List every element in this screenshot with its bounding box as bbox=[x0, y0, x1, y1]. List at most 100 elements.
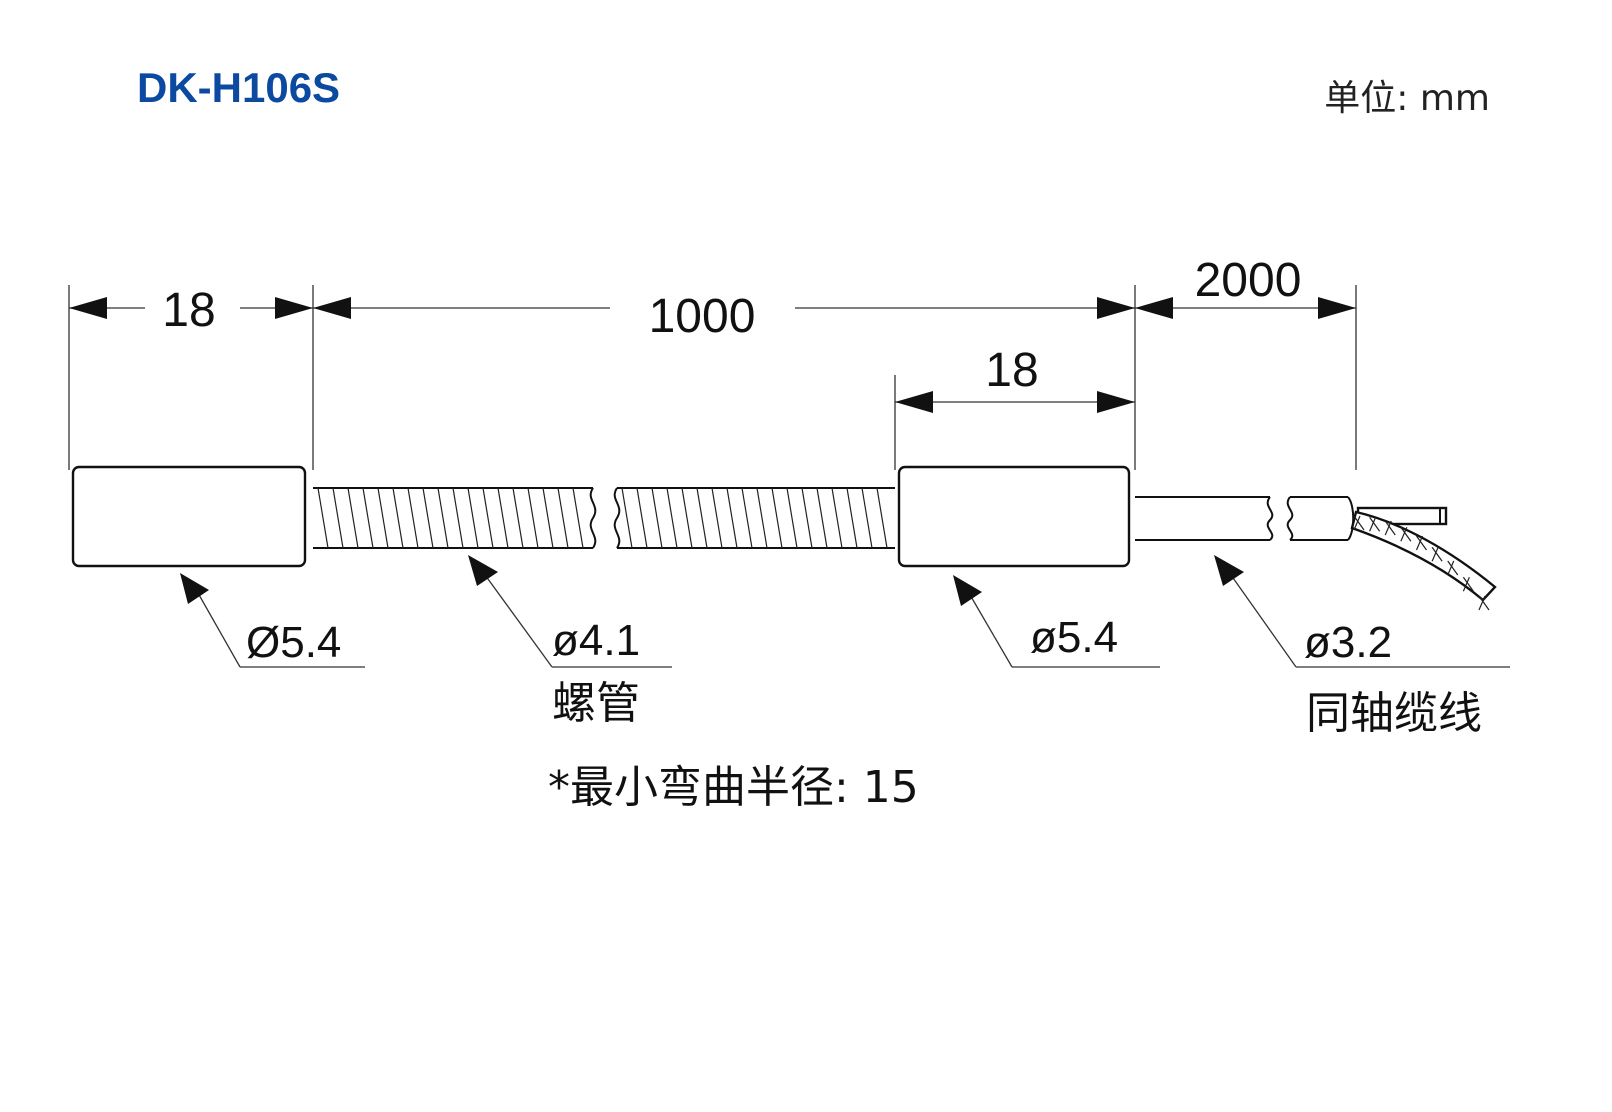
dimension-cable-value: 2000 bbox=[1195, 254, 1302, 307]
arrow-head bbox=[69, 297, 107, 319]
conduit-spiral-hatching bbox=[317, 487, 584, 549]
braid-line bbox=[1478, 595, 1490, 611]
braid-line bbox=[1431, 546, 1443, 562]
braid-line bbox=[1416, 535, 1427, 551]
braid-line bbox=[1431, 547, 1439, 562]
arrow-head bbox=[313, 297, 351, 319]
dimension-cable: 2000 bbox=[1135, 254, 1356, 319]
break-mark bbox=[1266, 496, 1274, 541]
hatch-line bbox=[497, 487, 509, 549]
arrow-head bbox=[180, 573, 209, 604]
braid-line bbox=[1384, 520, 1392, 536]
hatch-line bbox=[726, 487, 738, 549]
hatch-line bbox=[696, 487, 708, 549]
braid-line bbox=[1400, 527, 1408, 542]
hatch-line bbox=[801, 487, 813, 549]
callout-conduit-name: 螺管 bbox=[552, 678, 640, 729]
arrow-head bbox=[895, 391, 933, 413]
braid-line bbox=[1447, 560, 1459, 576]
braid-line bbox=[1369, 517, 1377, 532]
arrow-head bbox=[1097, 297, 1135, 319]
callout-right-body: ø5.4 bbox=[953, 575, 1160, 668]
callout-cable-diameter: ø3.2 bbox=[1304, 618, 1392, 667]
braid-line bbox=[1478, 595, 1486, 611]
hatch-line bbox=[666, 487, 678, 549]
model-title: DK-H106S bbox=[137, 64, 340, 111]
hatch-line bbox=[636, 487, 648, 549]
hatch-line bbox=[347, 487, 359, 549]
hatch-line bbox=[876, 487, 888, 549]
braid-line bbox=[1400, 526, 1412, 542]
hatch-line bbox=[467, 487, 479, 549]
arrow-head bbox=[953, 575, 982, 606]
braid-hatching bbox=[1353, 515, 1490, 611]
callout-cable: ø3.2 同轴缆线 bbox=[1214, 555, 1510, 739]
right-sensor-body bbox=[897, 465, 1131, 568]
braid-line bbox=[1353, 515, 1365, 531]
extension-lines bbox=[68, 285, 1357, 470]
hatch-line bbox=[831, 487, 843, 549]
hatch-line bbox=[407, 487, 419, 549]
conduit-spiral-hatching bbox=[621, 487, 888, 549]
hatch-line bbox=[482, 487, 494, 549]
braid-line bbox=[1462, 576, 1474, 592]
hatch-line bbox=[437, 487, 449, 549]
callout-conduit-diameter: ø4.1 bbox=[552, 616, 640, 665]
braid-line bbox=[1384, 520, 1396, 536]
hatch-line bbox=[542, 487, 554, 549]
callout-conduit: ø4.1 螺管 bbox=[468, 555, 672, 729]
hatch-line bbox=[756, 487, 768, 549]
callout-right-body-diameter: ø5.4 bbox=[1030, 613, 1118, 662]
dimension-conduit: 1000 bbox=[313, 290, 1135, 343]
hatch-line bbox=[846, 487, 858, 549]
dimension-right-body: 18 bbox=[895, 344, 1135, 413]
dimension-left-body: 18 bbox=[69, 284, 313, 337]
dimension-conduit-value: 1000 bbox=[649, 290, 756, 343]
hatch-line bbox=[816, 487, 828, 549]
arrow-head bbox=[468, 555, 498, 586]
arrow-head bbox=[1097, 391, 1135, 413]
hatch-line bbox=[741, 487, 753, 549]
hatch-line bbox=[557, 487, 569, 549]
hatch-line bbox=[512, 487, 524, 549]
hatch-line bbox=[711, 487, 723, 549]
braid-line bbox=[1462, 577, 1470, 592]
break-mark bbox=[589, 487, 597, 549]
conduit-tube bbox=[313, 487, 895, 549]
dimension-right-body-value: 18 bbox=[985, 344, 1038, 397]
callout-left-body-diameter: Ø5.4 bbox=[246, 618, 341, 667]
hatch-line bbox=[317, 487, 329, 549]
coaxial-cable bbox=[1135, 496, 1497, 611]
break-mark bbox=[1286, 496, 1294, 541]
hatch-line bbox=[572, 487, 584, 549]
hatch-line bbox=[332, 487, 344, 549]
callout-left-body: Ø5.4 bbox=[180, 573, 365, 668]
braided-shield bbox=[1350, 510, 1497, 602]
hatch-line bbox=[527, 487, 539, 549]
hatch-line bbox=[452, 487, 464, 549]
braid-line bbox=[1415, 535, 1424, 551]
braid-line bbox=[1369, 516, 1381, 532]
hatch-line bbox=[861, 487, 873, 549]
cable-end bbox=[1347, 496, 1355, 541]
unit-label: 单位: mm bbox=[1324, 78, 1490, 119]
hatch-line bbox=[392, 487, 404, 549]
arrow-head bbox=[275, 297, 313, 319]
hatch-line bbox=[621, 487, 633, 549]
hatch-line bbox=[422, 487, 434, 549]
arrow-head bbox=[1214, 555, 1244, 586]
hatch-line bbox=[681, 487, 693, 549]
hatch-line bbox=[362, 487, 374, 549]
arrow-head bbox=[1135, 297, 1173, 319]
hatch-line bbox=[786, 487, 798, 549]
callout-cable-name: 同轴缆线 bbox=[1306, 688, 1482, 739]
bend-radius-note: *最小弯曲半径: 15 bbox=[548, 762, 919, 813]
dimension-left-body-value: 18 bbox=[162, 284, 215, 337]
braid-line bbox=[1353, 515, 1361, 531]
hatch-line bbox=[651, 487, 663, 549]
hatch-line bbox=[771, 487, 783, 549]
break-mark bbox=[613, 487, 621, 549]
arrow-head bbox=[1318, 297, 1356, 319]
left-sensor-body bbox=[71, 465, 307, 568]
